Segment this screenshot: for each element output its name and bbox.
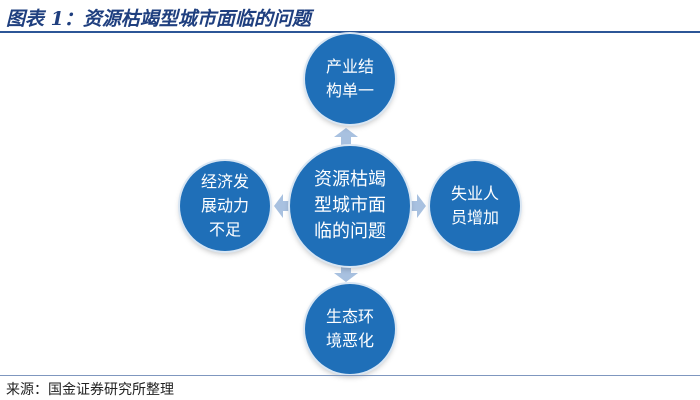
arrow-down-icon xyxy=(334,264,358,282)
node-economic-momentum-label: 经济发 展动力 不足 xyxy=(200,172,249,239)
node-ecology-label: 生态环 境恶化 xyxy=(325,307,374,350)
arrow-up-icon xyxy=(334,128,358,146)
center-node: 资源枯竭 型城市面 临的问题 xyxy=(290,146,410,266)
node-unemployment-label: 失业人 员增加 xyxy=(450,184,499,227)
node-unemployment: 失业人 员增加 xyxy=(430,161,520,251)
node-ecology: 生态环 境恶化 xyxy=(305,284,395,374)
center-node-label: 资源枯竭 型城市面 临的问题 xyxy=(314,169,386,242)
arrow-right-icon xyxy=(408,194,426,218)
arrow-left-icon xyxy=(274,194,292,218)
node-economic-momentum: 经济发 展动力 不足 xyxy=(180,161,270,251)
title-underline xyxy=(0,31,700,33)
node-industry-structure-label: 产业结 构单一 xyxy=(325,57,374,100)
problem-diagram: 资源枯竭 型城市面 临的问题 产业结 构单一 失业人 员增加 生态环 境恶化 经… xyxy=(0,34,700,374)
node-industry-structure: 产业结 构单一 xyxy=(305,34,395,124)
source-note: 来源：国金证券研究所整理 xyxy=(6,382,174,398)
figure-title: 图表 1：资源枯竭型城市面临的问题 xyxy=(6,8,311,30)
figure-header: 图表 1：资源枯竭型城市面临的问题 xyxy=(0,0,700,33)
footer-divider xyxy=(0,375,700,376)
